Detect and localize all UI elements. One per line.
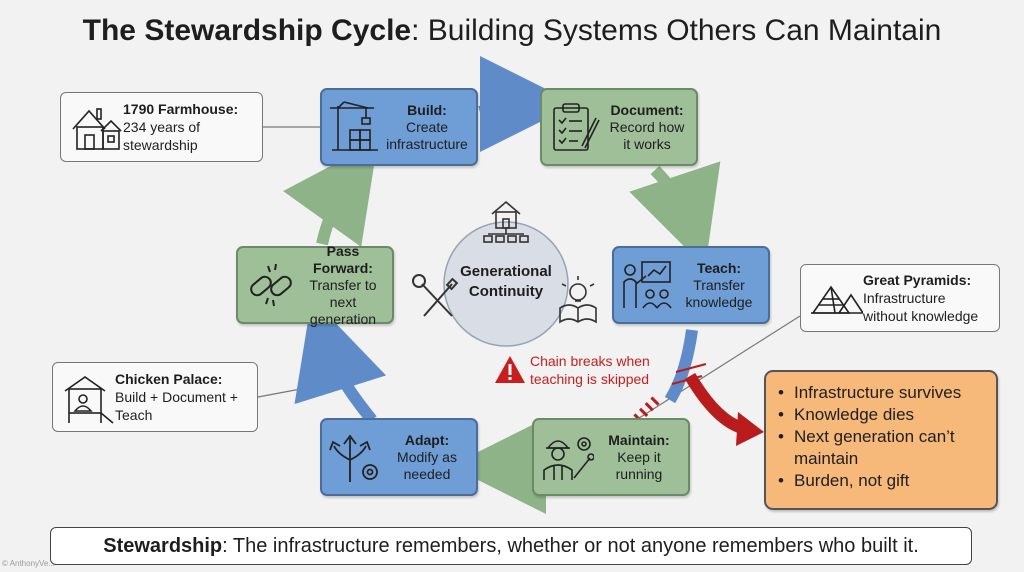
red-arrow-head <box>736 412 764 446</box>
stage-pass-forward-text: Pass Forward: Transfer to next generatio… <box>298 243 388 327</box>
consequence-box: Infrastructure survives Knowledge dies N… <box>764 370 998 510</box>
callout-chicken-text: Chicken Palace: Build + Document + Teach <box>115 363 253 431</box>
stage-document-line1: Record how <box>609 118 685 135</box>
arrow-build-to-document <box>478 56 576 153</box>
title-rest: : Building Systems Others Can Maintain <box>411 14 942 47</box>
stage-maintain-line1: Keep it <box>617 448 661 465</box>
stage-pass-forward: Pass Forward: Transfer to next generatio… <box>236 243 394 327</box>
chain-break-warning: Chain breaks when teaching is skipped <box>496 352 666 392</box>
footer-bold: Stewardship <box>103 534 223 557</box>
consequence-item: Knowledge dies <box>778 404 986 426</box>
lightbulb-book-icon <box>559 276 597 324</box>
stage-teach-line1: Transfer <box>693 276 745 293</box>
stage-build-title: Build: <box>407 101 447 118</box>
stage-document-text: Document: Record how it works <box>602 90 692 164</box>
arrow-document-to-teach <box>629 161 721 268</box>
crane-icon <box>330 101 378 151</box>
stage-document-title: Document: <box>610 101 684 118</box>
footer-quote: Stewardship: The infrastructure remember… <box>50 527 972 565</box>
arrow-adapt-to-pass <box>294 298 387 424</box>
stage-teach-text: Teach: Transfer knowledge <box>674 248 764 322</box>
stage-document: Document: Record how it works <box>540 88 698 166</box>
stage-adapt-line2: needed <box>403 465 451 482</box>
teacher-icon <box>623 261 672 309</box>
branching-arrows-icon <box>329 434 378 482</box>
farmhouse-title: 1790 Farmhouse: <box>123 101 239 117</box>
warning-text: Chain breaks when teaching is skipped <box>530 352 670 388</box>
stage-teach-line2: knowledge <box>685 293 753 310</box>
pyramids-icon <box>811 285 863 314</box>
worker-gear-icon <box>543 437 594 480</box>
stage-pass-forward-line2: next generation <box>309 293 377 327</box>
farmhouse-icon <box>72 108 122 150</box>
stage-adapt-line1: Modify as <box>397 448 457 465</box>
broken-chain-icon <box>250 263 292 307</box>
stage-pass-forward-line1: Transfer to <box>309 276 377 293</box>
broken-chain-dashes <box>626 396 660 430</box>
stage-build-text: Build: Create infrastructure <box>382 90 472 164</box>
consequence-list: Infrastructure survives Knowledge dies N… <box>778 382 986 492</box>
page-title: The Stewardship Cycle: Building Systems … <box>0 12 1024 50</box>
chicken-line1: Build + Document + <box>115 389 238 405</box>
stage-maintain-text: Maintain: Keep it running <box>594 420 684 494</box>
center-line2: Continuity <box>468 283 544 300</box>
stage-document-line2: it works <box>623 135 671 152</box>
farmhouse-line1: 234 years of <box>123 119 201 135</box>
stage-adapt-title: Adapt: <box>404 431 450 448</box>
stage-maintain-line2: running <box>615 465 663 482</box>
chicken-line2: Teach <box>115 407 153 423</box>
center-label: Generational Continuity <box>442 262 570 302</box>
stage-build: Build: Create infrastructure <box>320 88 478 166</box>
farmhouse-line2: stewardship <box>123 137 198 153</box>
red-consequence-arrow <box>684 372 745 434</box>
stage-build-line2: infrastructure <box>386 135 468 152</box>
warning-line1: Chain breaks when <box>530 353 650 369</box>
tools-icon <box>412 274 459 317</box>
stage-maintain: Maintain: Keep it running <box>532 418 690 496</box>
stage-teach: Teach: Transfer knowledge <box>612 246 770 324</box>
callout-farmhouse: 1790 Farmhouse: 234 years of stewardship <box>60 92 263 162</box>
stage-build-line1: Create <box>405 118 449 135</box>
chicken-title: Chicken Palace: <box>115 371 223 387</box>
chicken-coop-icon <box>64 376 114 424</box>
callout-pyramids: Great Pyramids: Infrastructure without k… <box>800 264 1000 332</box>
stage-maintain-title: Maintain: <box>608 431 670 448</box>
arrow-teach-to-maintain <box>664 329 698 404</box>
clipboard-icon <box>553 103 600 151</box>
arrow-pass-to-build <box>283 140 378 247</box>
stage-pass-forward-title: Pass Forward: <box>313 242 373 276</box>
house-network-icon <box>483 200 529 243</box>
stage-teach-title: Teach: <box>696 259 742 276</box>
center-line1: Generational <box>460 263 552 280</box>
stage-adapt-text: Adapt: Modify as needed <box>382 420 472 494</box>
consequence-item: Burden, not gift <box>778 470 986 492</box>
consequence-item: Infrastructure survives <box>778 382 986 404</box>
callout-chicken: Chicken Palace: Build + Document + Teach <box>52 362 258 432</box>
warning-line2: teaching is skipped <box>530 371 650 387</box>
chicken-connector <box>257 384 323 398</box>
stage-adapt: Adapt: Modify as needed <box>320 418 478 496</box>
credit-watermark: © AnthonyVe... <box>2 559 56 568</box>
pyramids-line1: Infrastructure <box>863 290 946 306</box>
callout-pyramids-text: Great Pyramids: Infrastructure without k… <box>863 265 995 331</box>
warning-icon <box>495 356 525 383</box>
callout-farmhouse-text: 1790 Farmhouse: 234 years of stewardship <box>123 93 258 161</box>
consequence-item: Next generation can’t maintain <box>778 426 986 470</box>
title-bold: The Stewardship Cycle <box>82 14 412 47</box>
footer-rest: : The infrastructure remembers, whether … <box>222 534 919 557</box>
pyramids-line2: without knowledge <box>863 308 979 324</box>
center-circle <box>443 221 569 347</box>
pyramids-connector <box>635 315 801 421</box>
pyramids-title: Great Pyramids: <box>863 272 972 288</box>
